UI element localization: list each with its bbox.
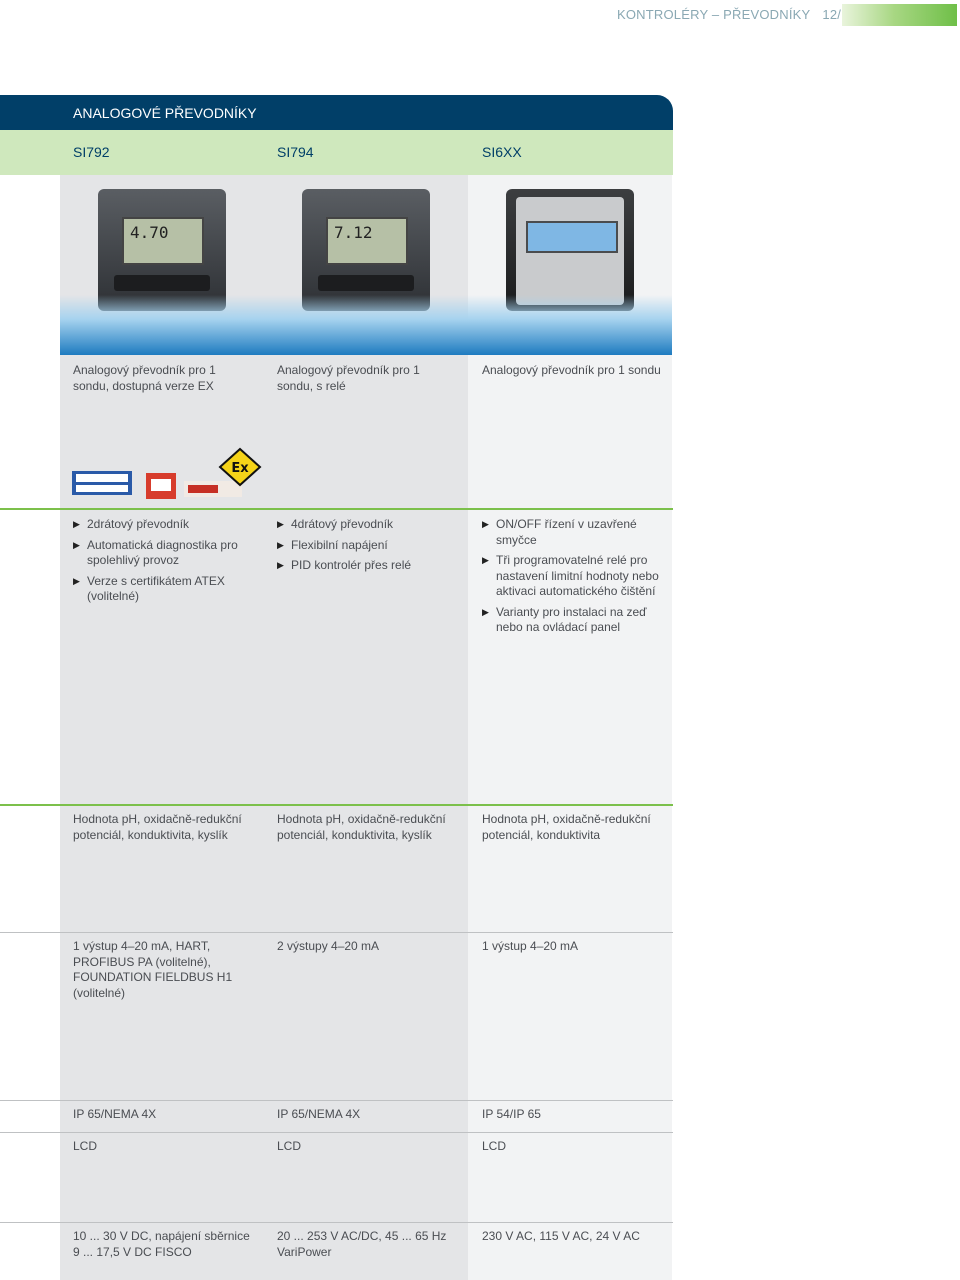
description: Analogový převodník pro 1 sondu — [482, 363, 661, 377]
measurement: Hodnota pH, oxidačně-redukční potenciál,… — [482, 812, 651, 842]
transmitter-device: 7.12 — [302, 189, 430, 311]
row-separator — [0, 508, 673, 510]
row-separator — [0, 804, 673, 806]
outputs: 1 výstup 4–20 mA, HART, PROFIBUS PA (vol… — [73, 939, 233, 1000]
profibus-logo — [72, 471, 132, 495]
power-supply: 10 ... 30 V DC, napájení sběrnice 9 ... … — [73, 1229, 250, 1259]
transmitter-device: 4.70 — [98, 189, 226, 311]
foundation-logo — [146, 473, 176, 499]
power-supply: 20 ... 253 V AC/DC, 45 ... 65 Hz VariPow… — [277, 1229, 447, 1259]
lcd-reading: 4.70 — [130, 223, 169, 242]
description: Analogový převodník pro 1 sondu, s relé — [277, 363, 420, 393]
lcd-screen — [526, 221, 618, 253]
feature-list: 4drátový převodník Flexibilní napájení P… — [277, 517, 462, 579]
feature-item: Verze s certifikátem ATEX (volitelné) — [73, 574, 258, 605]
protection-rating: IP 65/NEMA 4X — [277, 1107, 361, 1121]
row-separator — [0, 932, 673, 933]
water-splash — [264, 295, 468, 355]
lcd-screen: 7.12 — [326, 217, 408, 265]
keypad — [318, 275, 414, 291]
row-separator — [0, 1222, 673, 1223]
feature-item: ON/OFF řízení v uzavřené smyčce — [482, 517, 662, 548]
lcd-reading: 7.12 — [334, 223, 373, 242]
feature-item: PID kontrolér přes relé — [277, 558, 462, 574]
column-si794 — [264, 175, 468, 1280]
atex-ex-logo: Ex — [218, 447, 262, 487]
row-separator — [0, 1100, 673, 1101]
table-title-bar: ANALOGOVÉ PŘEVODNÍKY — [0, 95, 673, 130]
product-image-si794: 7.12 — [264, 175, 468, 355]
display-type: LCD — [277, 1139, 302, 1153]
measurement: Hodnota pH, oxidačně-redukční potenciál,… — [73, 812, 242, 842]
transmitter-device — [506, 189, 634, 311]
water-splash — [468, 295, 672, 355]
feature-item: Automatická diagnostika pro spolehlivý p… — [73, 538, 258, 569]
display-type: LCD — [73, 1139, 98, 1153]
product-image-si6xx — [468, 175, 672, 355]
keypad — [114, 275, 210, 291]
feature-item: 2drátový převodník — [73, 517, 258, 533]
column-si6xx — [468, 175, 672, 1280]
feature-item: Flexibilní napájení — [277, 538, 462, 554]
section-title: KONTROLÉRY – PŘEVODNÍKY — [617, 7, 811, 22]
outputs: 2 výstupy 4–20 mA — [277, 939, 380, 953]
header-accent-bar — [842, 4, 957, 26]
protection-rating: IP 65/NEMA 4X — [73, 1107, 157, 1121]
water-splash — [60, 295, 264, 355]
table-title: ANALOGOVÉ PŘEVODNÍKY — [73, 105, 257, 121]
display-type: LCD — [482, 1139, 507, 1153]
product-image-si792: 4.70 — [60, 175, 264, 355]
row-separator — [0, 1132, 673, 1133]
label-column — [0, 175, 60, 1280]
lcd-screen: 4.70 — [122, 217, 204, 265]
power-supply: 230 V AC, 115 V AC, 24 V AC — [482, 1229, 640, 1243]
model-name: SI792 — [73, 144, 110, 160]
feature-item: 4drátový převodník — [277, 517, 462, 533]
feature-item: Tři programovatelné relé pro nastavení l… — [482, 553, 662, 600]
feature-item: Varianty pro instalaci na zeď nebo na ov… — [482, 605, 662, 636]
certification-logos: Ex — [72, 447, 262, 499]
model-name-row: SI792 SI794 SI6XX — [0, 130, 673, 175]
description: Analogový převodník pro 1 sondu, dostupn… — [73, 363, 216, 393]
feature-list: ON/OFF řízení v uzavřené smyčce Tři prog… — [482, 517, 662, 641]
outputs: 1 výstup 4–20 mA — [482, 939, 579, 953]
feature-list: 2drátový převodník Automatická diagnosti… — [73, 517, 258, 610]
model-name: SI794 — [277, 144, 314, 160]
model-name: SI6XX — [482, 144, 522, 160]
measurement: Hodnota pH, oxidačně-redukční potenciál,… — [277, 812, 446, 842]
ex-mark: Ex — [231, 461, 249, 476]
hart-logo — [184, 481, 242, 497]
protection-rating: IP 54/IP 65 — [482, 1107, 541, 1121]
column-si792 — [60, 175, 264, 1280]
